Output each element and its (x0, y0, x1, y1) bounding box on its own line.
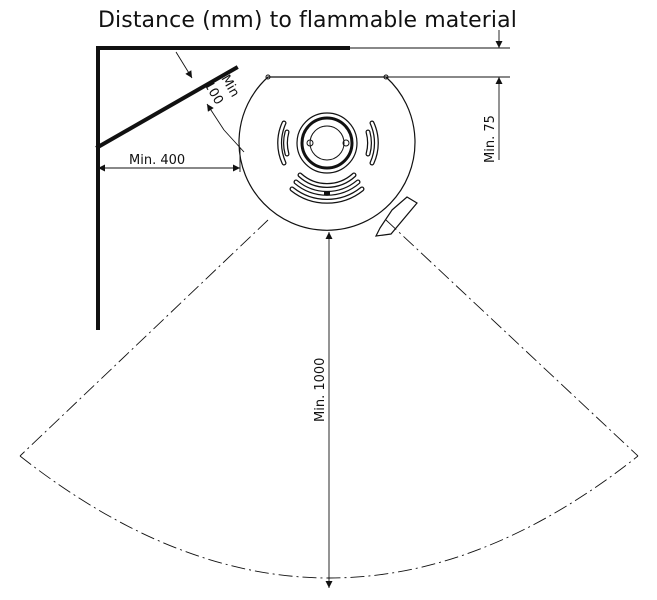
label-min-400: Min. 400 (129, 153, 185, 168)
flue-outer (296, 112, 358, 174)
corner-wall (95, 65, 239, 150)
dimension-lines (98, 30, 510, 588)
diagram-title: Distance (mm) to flammable material (98, 8, 517, 33)
vent-slots (277, 120, 379, 204)
door-handle (374, 196, 418, 237)
label-min-1000: Min. 1000 (313, 358, 328, 422)
center-mark (324, 192, 330, 195)
flue-bolt-left (306, 139, 314, 147)
flue-ring (300, 116, 354, 170)
stove-body-outline (238, 76, 416, 231)
flue-bolt-right (342, 139, 350, 147)
flue-inner (309, 125, 345, 161)
label-min-75: Min. 75 (483, 115, 498, 163)
stove (238, 74, 416, 231)
wall-lines (95, 46, 350, 330)
